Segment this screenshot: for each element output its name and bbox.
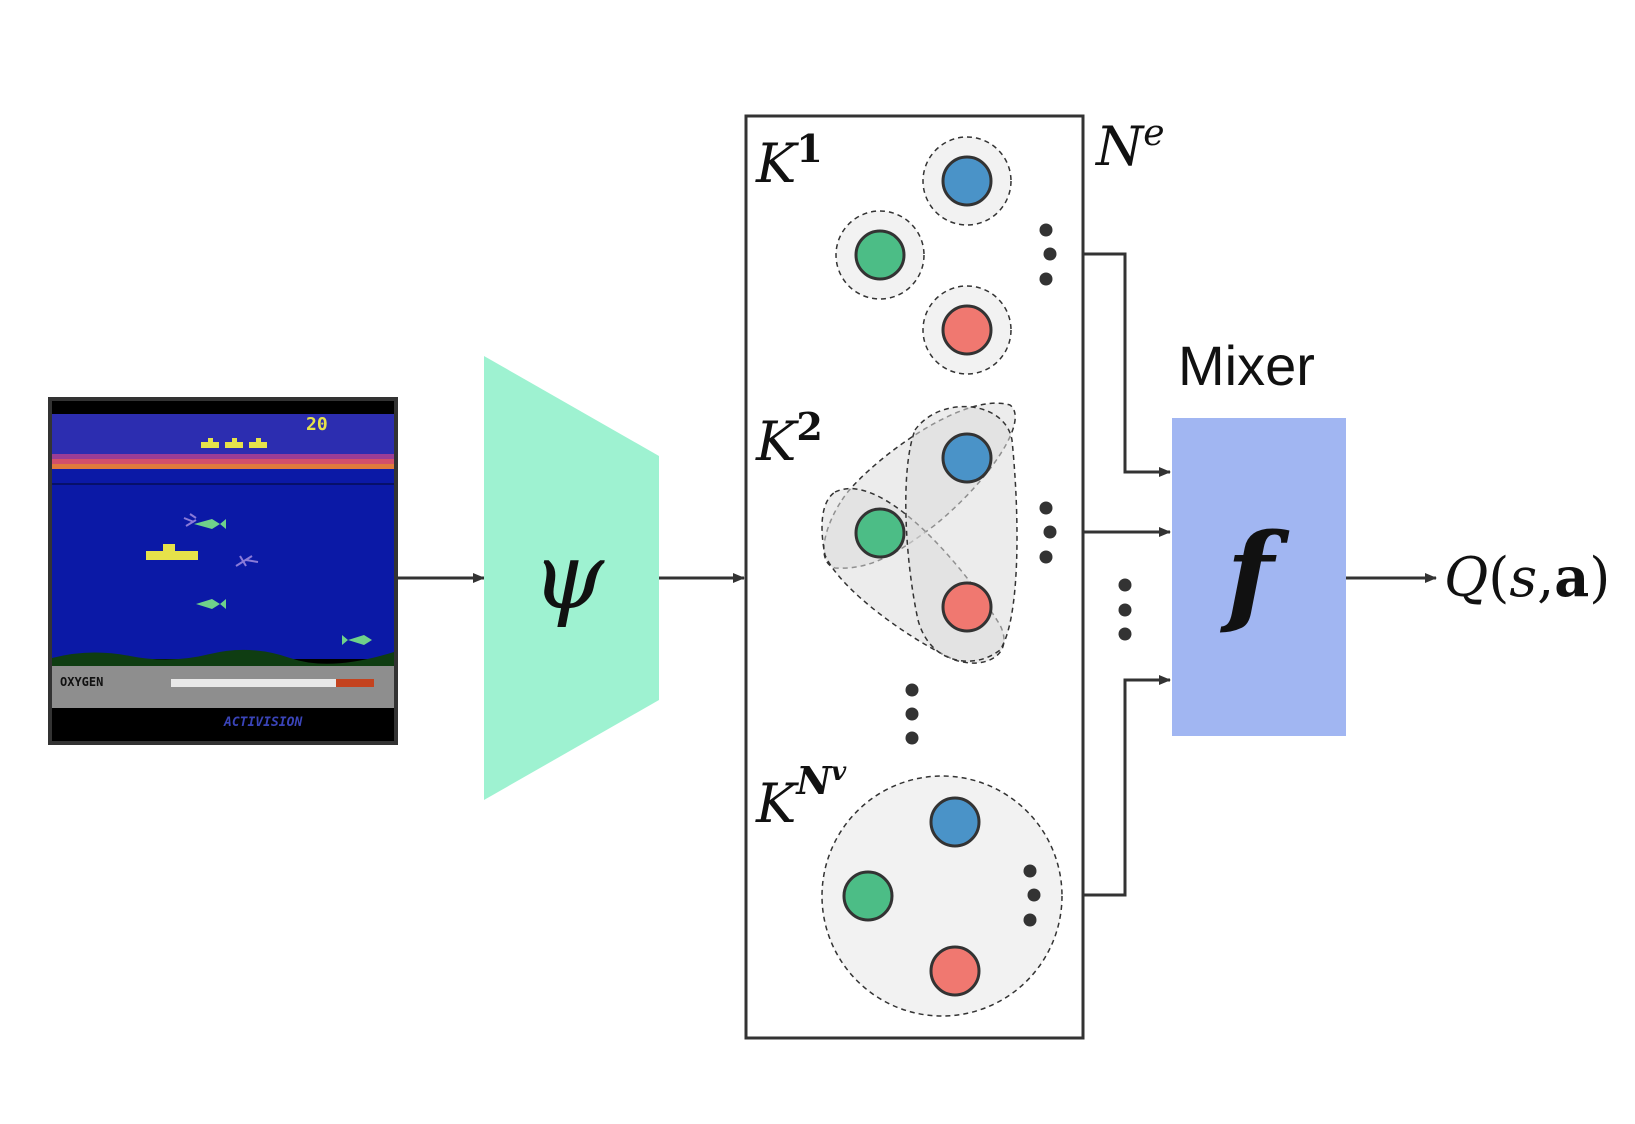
ensemble-count-main: N — [1094, 115, 1145, 178]
k1-blue-node — [941, 155, 993, 207]
groups-ellipsis-dots — [905, 683, 919, 745]
fish-icon — [342, 635, 372, 645]
k2-red-node — [941, 581, 993, 633]
game-life-icon-tower — [232, 438, 237, 442]
dot — [905, 683, 919, 697]
game-fish-enemies — [194, 519, 372, 645]
game-sky — [52, 414, 394, 454]
arrow-k1-to-mixer — [1083, 252, 1171, 477]
knv-cluster — [821, 775, 1063, 1017]
game-water — [52, 469, 394, 659]
group-k2-label: K2 — [755, 404, 823, 473]
dot — [1039, 223, 1053, 237]
diver-icon — [235, 555, 259, 567]
game-lives-icons — [201, 438, 267, 448]
knv-red-node — [929, 945, 981, 997]
encoder-symbol: ψ — [532, 523, 605, 630]
group-k2-label-main: K — [755, 410, 799, 473]
ensemble-count-sup: e — [1143, 113, 1164, 154]
game-oxygen-low — [336, 679, 374, 687]
output-comma: , — [1537, 546, 1554, 609]
game-horizon-band — [52, 464, 394, 469]
dot — [1043, 525, 1057, 539]
game-life-icon-tower — [256, 438, 261, 442]
k1-green-node — [854, 229, 906, 281]
ensemble-count-label: Ne — [1094, 113, 1165, 178]
group-knv-label: KNv — [755, 757, 847, 835]
dot — [1023, 864, 1037, 878]
game-horizon-band — [52, 459, 394, 464]
mixer-box — [1172, 418, 1346, 736]
game-life-icon — [249, 442, 267, 448]
game-player-submarine — [146, 544, 198, 560]
k2-green-node — [854, 507, 906, 559]
encoder-trapezoid — [484, 356, 659, 800]
game-oxygen-bar — [171, 679, 336, 687]
group-k1-label-main: K — [755, 132, 799, 195]
game-brand-logo: ACTIVISION — [223, 715, 302, 730]
dot — [1043, 247, 1057, 261]
dot — [905, 731, 919, 745]
submarine-tower — [163, 544, 175, 551]
k2-ellipsis-dots — [1039, 501, 1057, 564]
output-s: s — [1509, 546, 1537, 609]
game-life-icon — [225, 442, 243, 448]
game-seabed — [52, 649, 394, 668]
mixer-title: Mixer — [1178, 334, 1315, 397]
k1-red-node — [941, 304, 993, 356]
group-knv: KNv — [755, 757, 1063, 1017]
knv-blue-node — [929, 796, 981, 848]
group-k1-label-sup: 1 — [796, 126, 822, 171]
group-knv-label-main: K — [755, 772, 799, 835]
dot — [1039, 272, 1053, 286]
dot — [1118, 578, 1132, 592]
group-k2-label-sup: 2 — [796, 404, 822, 449]
submarine-hull — [146, 551, 198, 560]
arrow-knv-to-mixer — [1083, 675, 1171, 897]
dot — [905, 707, 919, 721]
group-k1-label: K1 — [755, 126, 823, 195]
dot — [1027, 888, 1041, 902]
game-horizon-band — [52, 454, 394, 459]
mixer-inputs-ellipsis-dots — [1118, 578, 1132, 641]
game-screenshot: OXYGEN ACTIVISION 20 — [48, 397, 398, 745]
knv-ellipsis-dots — [1023, 864, 1041, 927]
game-life-icon — [201, 442, 219, 448]
k2-blue-node — [941, 432, 993, 484]
dot — [1023, 913, 1037, 927]
diver-icon — [183, 513, 197, 527]
k1-ellipsis-dots — [1039, 223, 1057, 286]
output-close-paren: ) — [1589, 546, 1610, 609]
game-score: 20 — [306, 414, 328, 435]
fish-icon — [196, 599, 226, 609]
group-knv-label-sup: N — [795, 758, 832, 803]
dot — [1118, 603, 1132, 617]
game-life-icon-tower — [208, 438, 213, 442]
output-q: Q — [1444, 546, 1488, 609]
group-knv-label-sup-sub: v — [831, 757, 847, 787]
group-k1: K1 — [755, 126, 1057, 375]
group-k2: K2 — [755, 402, 1057, 664]
output-q-value: Q(s,a) — [1444, 545, 1610, 609]
dot — [1039, 501, 1053, 515]
dot — [1118, 627, 1132, 641]
output-a: a — [1554, 545, 1589, 609]
dot — [1039, 550, 1053, 564]
knv-green-node — [842, 870, 894, 922]
fish-icon — [194, 519, 226, 529]
output-open-paren: ( — [1488, 546, 1509, 609]
game-oxygen-label: OXYGEN — [60, 675, 103, 689]
game-divers — [183, 513, 259, 567]
